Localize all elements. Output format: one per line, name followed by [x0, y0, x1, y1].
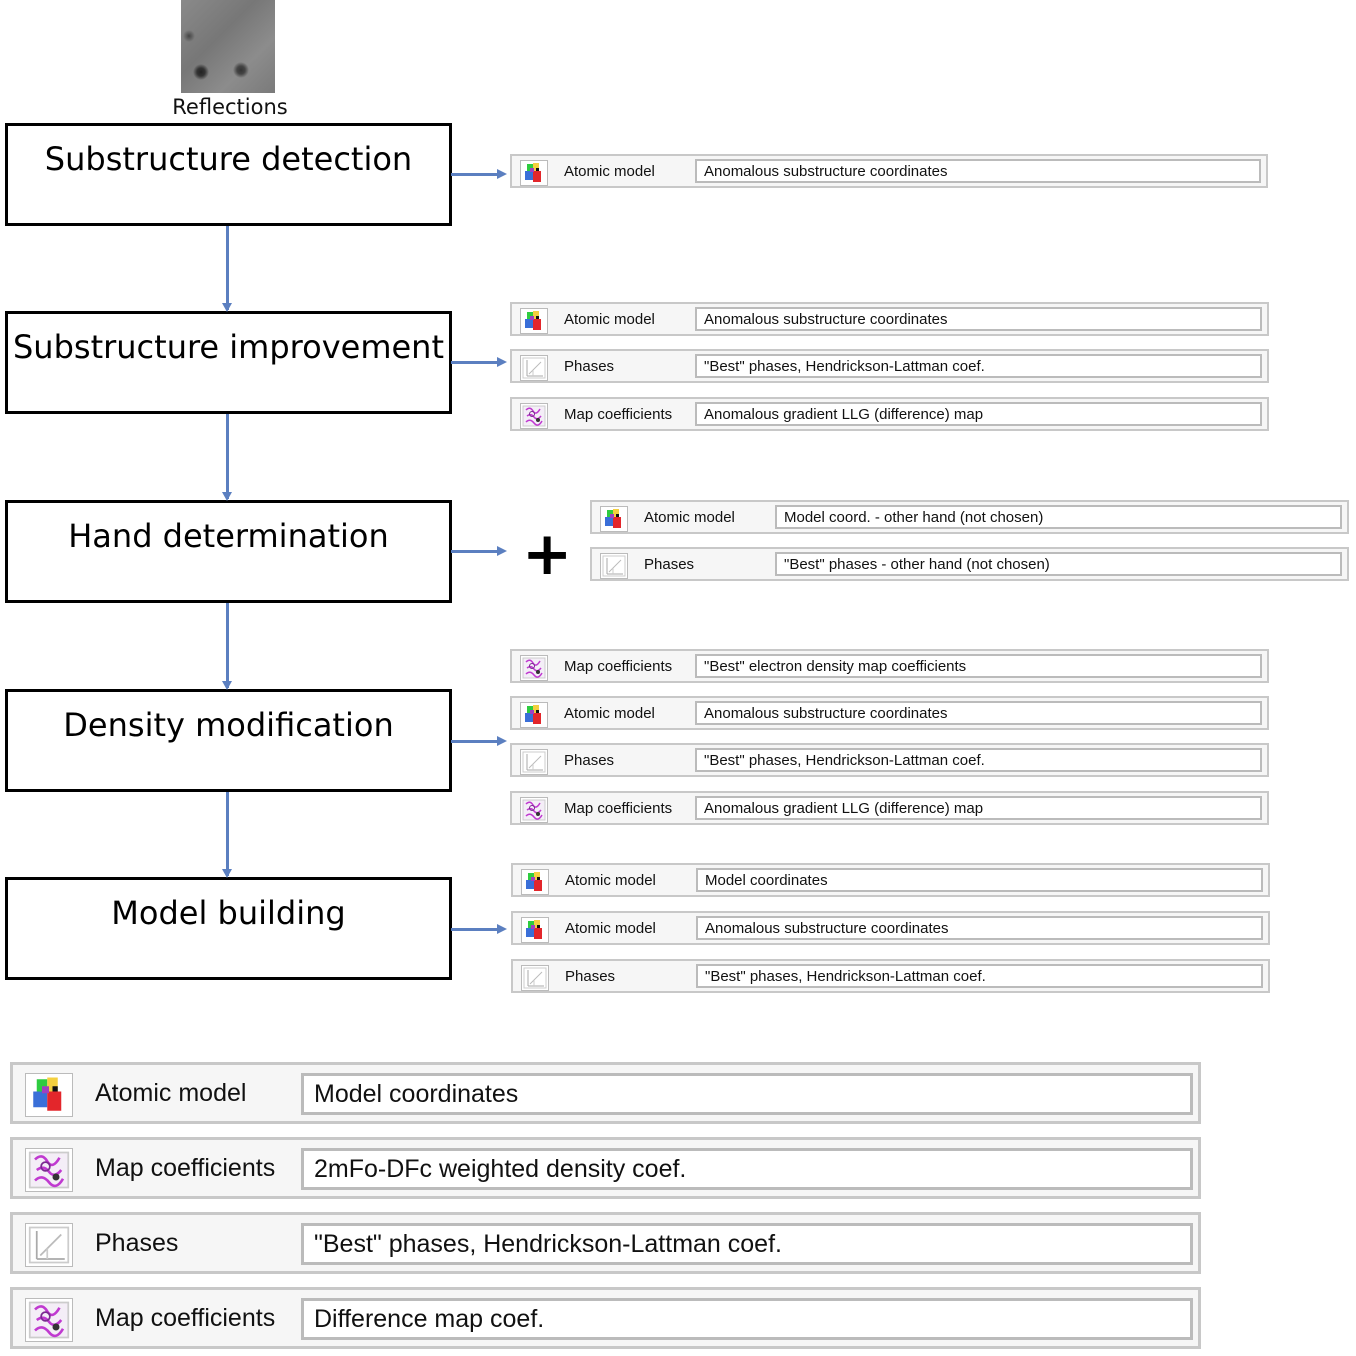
- output-description-field: 2mFo-DFc weighted density coef.: [301, 1148, 1193, 1190]
- map-coefficients-icon: [25, 1298, 73, 1342]
- output-description-field: "Best" phases, Hendrickson-Lattman coef.: [695, 748, 1262, 772]
- step-title: Hand determination: [68, 517, 389, 555]
- output-type-label: Atomic model: [564, 163, 655, 180]
- output-description-field: Model coord. - other hand (not chosen): [775, 505, 1342, 529]
- output-arrow: [451, 546, 507, 556]
- output-type-label: Map coefficients: [95, 1154, 276, 1182]
- output-row-final: Map coefficients Difference map coef.: [10, 1287, 1201, 1349]
- output-row-improvement: Map coefficients Anomalous gradient LLG (…: [510, 397, 1269, 431]
- atomic-model-icon: [520, 308, 548, 334]
- step-title: Substructure improvement: [12, 328, 444, 366]
- phases-icon: [25, 1223, 73, 1267]
- output-row-final: Atomic model Model coordinates: [10, 1062, 1201, 1124]
- output-description-field: Anomalous gradient LLG (difference) map: [695, 796, 1262, 820]
- step-title: Density modification: [63, 706, 394, 744]
- atomic-model-icon: [520, 702, 548, 728]
- reflections-label: Reflections: [172, 95, 288, 119]
- output-type-label: Phases: [95, 1229, 179, 1257]
- atomic-model-icon: [521, 869, 549, 895]
- output-type-label: Map coefficients: [564, 406, 673, 423]
- output-row-building: Atomic model Anomalous substructure coord…: [511, 911, 1270, 945]
- step-hand-determination: Hand determination: [5, 500, 452, 603]
- step-density-modification: Density modification: [5, 689, 452, 792]
- step-substructure-improvement: Substructure improvement: [5, 311, 452, 414]
- output-type-label: Map coefficients: [564, 658, 673, 675]
- output-description-field: "Best" electron density map coefficients: [695, 654, 1262, 678]
- output-type-label: Atomic model: [565, 872, 656, 889]
- output-arrow: [451, 169, 507, 179]
- output-row-final: Map coefficients 2mFo-DFc weighted densit…: [10, 1137, 1201, 1199]
- output-type-label: Atomic model: [95, 1079, 247, 1107]
- flow-arrow-down: [222, 226, 232, 312]
- phases-icon: [521, 965, 549, 991]
- output-type-label: Phases: [564, 752, 615, 769]
- output-type-label: Atomic model: [564, 705, 655, 722]
- atomic-model-icon: [600, 506, 628, 532]
- output-description-field: "Best" phases, Hendrickson-Lattman coef.: [696, 964, 1263, 988]
- output-description-field: Anomalous substructure coordinates: [695, 701, 1262, 725]
- phases-icon: [520, 355, 548, 381]
- output-arrow: [451, 924, 507, 934]
- plus-sign: +: [522, 519, 573, 589]
- step-title: Substructure detection: [44, 140, 413, 178]
- reflections-image: [181, 0, 275, 93]
- map-coefficients-icon: [520, 655, 548, 681]
- atomic-model-icon: [521, 917, 549, 943]
- output-type-label: Atomic model: [565, 920, 656, 937]
- output-description-field: "Best" phases, Hendrickson-Lattman coef.: [301, 1223, 1193, 1265]
- output-type-label: Atomic model: [564, 311, 655, 328]
- output-type-label: Phases: [644, 556, 695, 573]
- output-row-hand: Phases "Best" phases - other hand (not ch…: [590, 547, 1349, 581]
- output-row-building: Phases "Best" phases, Hendrickson-Lattman…: [511, 959, 1270, 993]
- output-description-field: "Best" phases - other hand (not chosen): [775, 552, 1342, 576]
- output-type-label: Map coefficients: [564, 800, 673, 817]
- output-description-field: Anomalous substructure coordinates: [695, 159, 1261, 183]
- output-description-field: Anomalous substructure coordinates: [696, 916, 1263, 940]
- flow-arrow-down: [222, 792, 232, 878]
- step-model-building: Model building: [5, 877, 452, 980]
- flow-arrow-down: [222, 414, 232, 501]
- output-row-building: Atomic model Model coordinates: [511, 863, 1270, 897]
- output-description-field: Model coordinates: [301, 1073, 1193, 1115]
- output-arrow: [451, 357, 507, 367]
- map-coefficients-icon: [520, 797, 548, 823]
- output-row-density: Map coefficients Anomalous gradient LLG (…: [510, 791, 1269, 825]
- output-row-density: Atomic model Anomalous substructure coord…: [510, 696, 1269, 730]
- phases-icon: [520, 749, 548, 775]
- output-row-detection: Atomic model Anomalous substructure coord…: [510, 154, 1268, 188]
- map-coefficients-icon: [25, 1148, 73, 1192]
- atomic-model-icon: [25, 1073, 73, 1117]
- output-row-improvement: Atomic model Anomalous substructure coord…: [510, 302, 1269, 336]
- output-description-field: Anomalous substructure coordinates: [695, 307, 1262, 331]
- output-description-field: Anomalous gradient LLG (difference) map: [695, 402, 1262, 426]
- output-row-final: Phases "Best" phases, Hendrickson-Lattman…: [10, 1212, 1201, 1274]
- output-row-density: Map coefficients "Best" electron density …: [510, 649, 1269, 683]
- output-row-density: Phases "Best" phases, Hendrickson-Lattman…: [510, 743, 1269, 777]
- output-row-improvement: Phases "Best" phases, Hendrickson-Lattman…: [510, 349, 1269, 383]
- phases-icon: [600, 553, 628, 579]
- output-row-hand: Atomic model Model coord. - other hand (n…: [590, 500, 1349, 534]
- output-type-label: Phases: [565, 968, 616, 985]
- output-type-label: Phases: [564, 358, 615, 375]
- map-coefficients-icon: [520, 403, 548, 429]
- step-title: Model building: [111, 894, 346, 932]
- output-type-label: Map coefficients: [95, 1304, 276, 1332]
- atomic-model-icon: [520, 160, 548, 186]
- output-description-field: "Best" phases, Hendrickson-Lattman coef.: [695, 354, 1262, 378]
- step-substructure-detection: Substructure detection: [5, 123, 452, 226]
- flow-arrow-down: [222, 603, 232, 690]
- output-description-field: Model coordinates: [696, 868, 1263, 892]
- output-type-label: Atomic model: [644, 509, 735, 526]
- output-description-field: Difference map coef.: [301, 1298, 1193, 1340]
- output-arrow: [451, 736, 507, 746]
